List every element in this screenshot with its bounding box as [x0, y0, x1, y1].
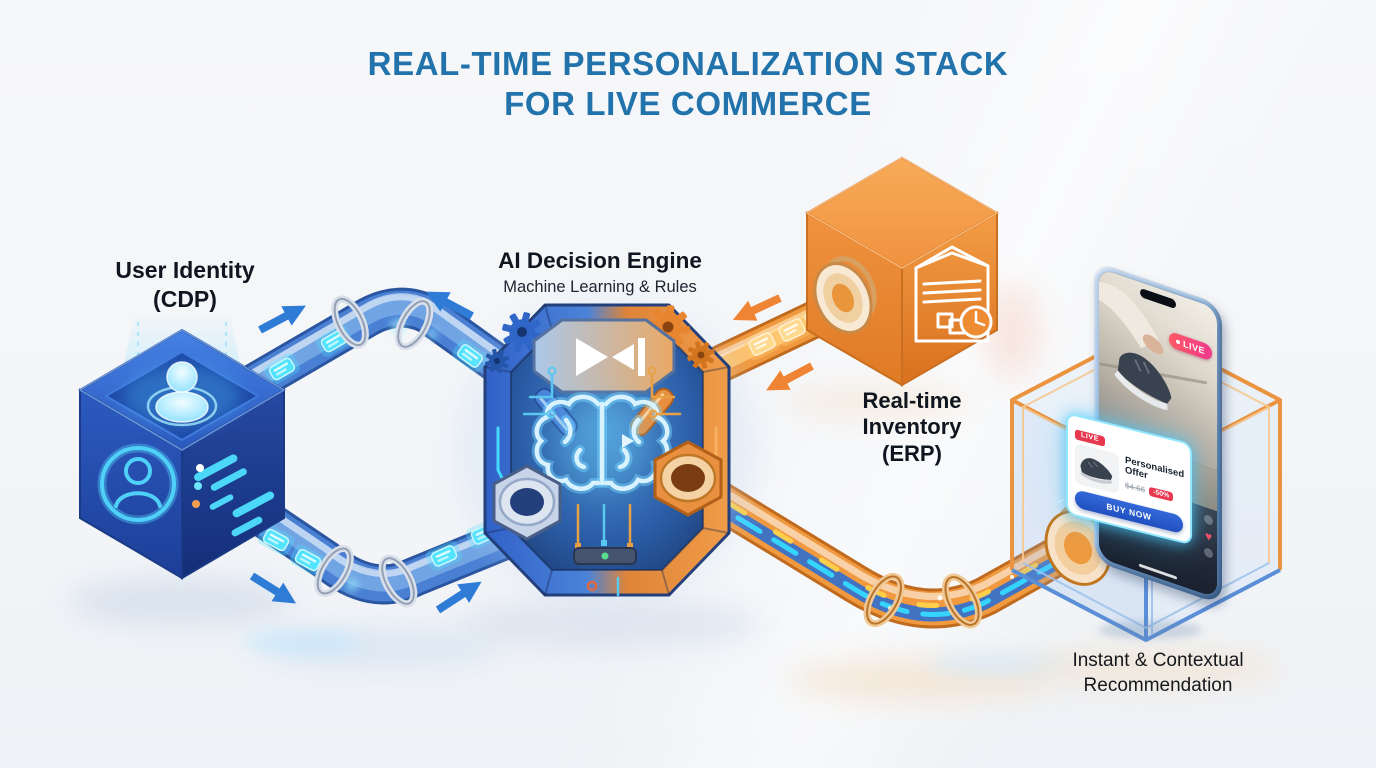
smartphone: LIVE ♥ — [1094, 261, 1222, 606]
live-dot-icon — [1175, 339, 1180, 345]
label-inventory-line1: Real-time — [862, 388, 962, 413]
home-indicator — [1139, 563, 1177, 580]
reaction-dot — [1204, 546, 1213, 559]
presenter-hand — [1142, 334, 1164, 355]
engine-top-plate — [532, 318, 676, 394]
old-price: $4.66 — [1125, 481, 1146, 496]
personalized-offer-card: LIVE Personalised Offer $4.66 -50% BUY N… — [1066, 412, 1192, 545]
engine-port-right — [653, 440, 723, 517]
gear-icon — [480, 302, 720, 378]
discount-badge: -50% — [1149, 487, 1174, 503]
offer-card-info: Personalised Offer $4.66 -50% — [1125, 454, 1184, 509]
label-ai-engine-title: AI Decision Engine — [498, 248, 702, 273]
label-inventory-line3: (ERP) — [882, 440, 942, 466]
label-user-identity-line1: User Identity — [115, 257, 255, 283]
stream-scene — [1099, 281, 1207, 411]
inventory-cube — [805, 156, 999, 387]
offer-card-body: Personalised Offer $4.66 -50% — [1075, 442, 1184, 510]
title-line-2: FOR LIVE COMMERCE — [504, 85, 872, 123]
engine-port-left — [492, 464, 562, 541]
label-ai-engine: AI Decision Engine Machine Learning & Ru… — [452, 247, 748, 297]
engagement-rail: ♥ — [1204, 513, 1213, 559]
presenter-arm — [1099, 281, 1159, 349]
page-title: REAL-TIME PERSONALIZATION STACK FOR LIVE… — [0, 44, 1376, 125]
user-profile-icon — [97, 443, 179, 525]
brain-icon — [537, 397, 668, 490]
label-inventory: Real-time Inventory (ERP) — [822, 388, 1002, 467]
sneaker-icon — [1080, 457, 1113, 484]
sneaker-icon — [1114, 352, 1172, 411]
title-line-1: REAL-TIME PERSONALIZATION STACK — [367, 45, 1009, 82]
circuit-traces — [522, 366, 682, 597]
warehouse-icon — [914, 245, 993, 343]
live-stream-video: LIVE — [1099, 267, 1217, 471]
label-user-identity: User Identity (CDP) — [60, 256, 310, 314]
user-identity-cube — [78, 328, 286, 580]
user-avatar-icon — [124, 361, 240, 427]
play-skip-icon — [576, 338, 645, 376]
product-thumbnail — [1075, 442, 1119, 494]
clock-icon — [959, 305, 993, 339]
label-recommendation-line2: Recommendation — [1083, 675, 1233, 697]
label-inventory-line2: Inventory — [862, 414, 962, 440]
phone-screen: LIVE ♥ — [1099, 267, 1217, 599]
reaction-dot — [1204, 513, 1213, 526]
engine-chip — [573, 547, 637, 565]
data-lines-icon — [192, 454, 275, 537]
heart-icon: ♥ — [1204, 528, 1213, 545]
pipe-flange-large — [813, 256, 877, 334]
label-recommendation-line1: Instant & Contextual — [1072, 650, 1244, 671]
label-recommendation: Instant & Contextual Recommendation — [1018, 648, 1298, 698]
label-ai-engine-subtitle: Machine Learning & Rules — [503, 278, 697, 296]
label-user-identity-line2: (CDP) — [153, 285, 217, 312]
ambient-shadows — [68, 284, 1280, 700]
ai-engine-hub — [457, 300, 757, 600]
